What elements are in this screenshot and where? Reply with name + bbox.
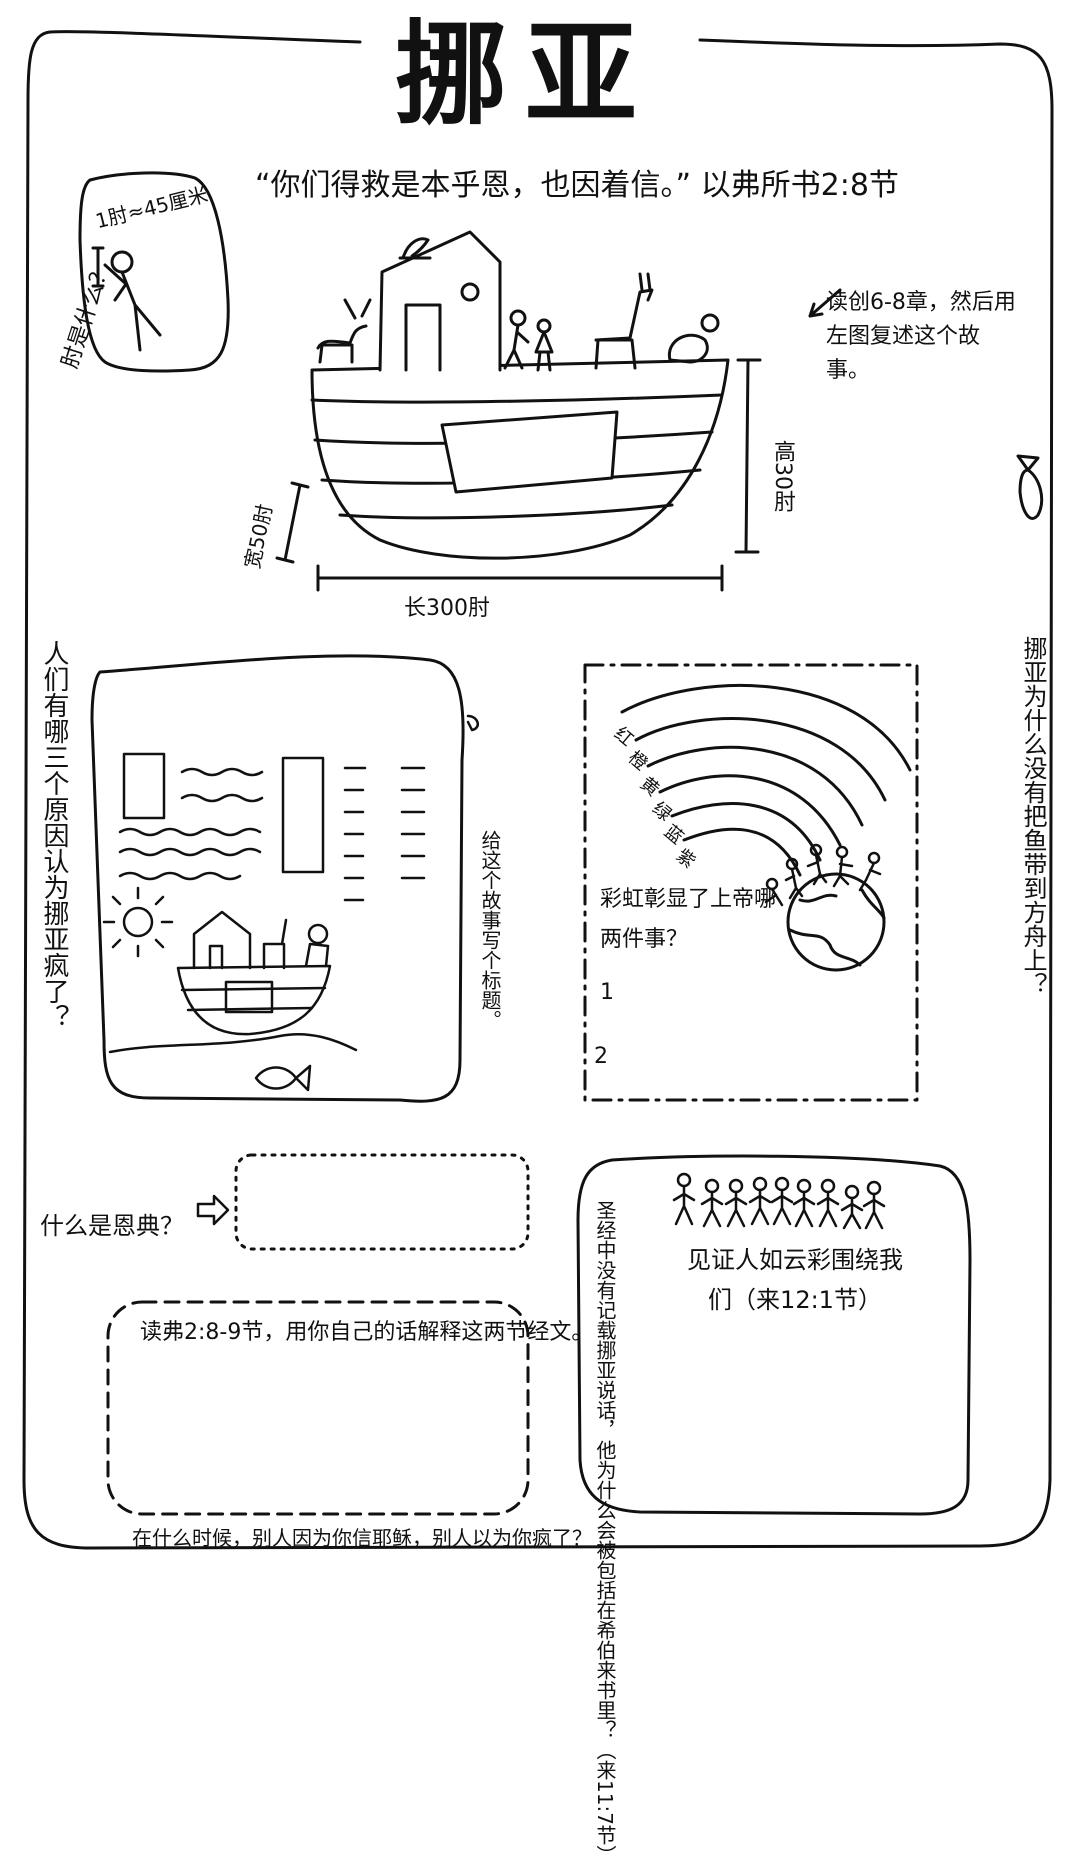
bottom-question: 在什么时候，别人因为你信耶稣，别人以为你疯了？	[132, 1526, 592, 1550]
arrow-icon	[808, 288, 842, 318]
key-verse: “你们得救是本乎恩，也因着信。” 以弗所书2:8节	[255, 168, 899, 203]
rainbow-question: 彩虹彰显了上帝哪两件事？	[600, 887, 777, 952]
ark-height-label: 高30肘	[770, 440, 795, 512]
worksheet-artwork	[22, 30, 1054, 1550]
witness-caption: 见证人如云彩围绕我们（来12:1节）	[687, 1246, 903, 1314]
noahs-ark-drawing	[310, 230, 730, 560]
rainbow-box-border	[583, 663, 919, 1102]
height-dimension-line	[734, 358, 762, 554]
width-dimension-line	[275, 481, 310, 564]
grace-answer-box	[234, 1153, 530, 1251]
cubit-box	[78, 171, 230, 373]
story-panel-sketches	[102, 714, 480, 1092]
rainbow-answer-1: 1	[600, 980, 614, 1005]
story-panel-border	[90, 654, 465, 1103]
grace-question: 什么是恩典？	[40, 1212, 184, 1240]
page-title: 挪亚	[395, 10, 655, 140]
length-dimension-line	[316, 564, 724, 592]
ark-instruction: 读创6-8章，然后用左图复述这个故事。	[826, 290, 1016, 383]
page-border	[22, 30, 1054, 1550]
hebrews-question: 圣经中没有记载挪亚说话，他为什么会被包括在希伯来书里？（来11:7节）	[593, 1200, 617, 1865]
right-margin-question: 挪亚为什么没有把鱼带到方舟上？	[1019, 636, 1047, 996]
reading-task: 读弗2:8-9节，用你自己的话解释这两节经文。	[140, 1320, 594, 1345]
grace-arrow-icon	[196, 1194, 230, 1226]
story-title-instruction: 给这个故事写个标题。	[478, 830, 502, 1030]
reading-answer-box	[106, 1300, 530, 1516]
left-margin-question: 人们有哪三个原因认为挪亚疯了？	[39, 640, 69, 1030]
witness-box-border	[576, 1154, 972, 1516]
ark-length-label: 长300肘	[404, 596, 490, 621]
people-on-globe-icon	[764, 843, 882, 907]
globe-icon	[786, 872, 886, 972]
rainbow-answer-2: 2	[594, 1044, 608, 1069]
fish-icon	[1016, 454, 1044, 520]
stick-figure-icon	[91, 246, 162, 352]
crowd-of-witnesses-icon	[672, 1172, 886, 1230]
